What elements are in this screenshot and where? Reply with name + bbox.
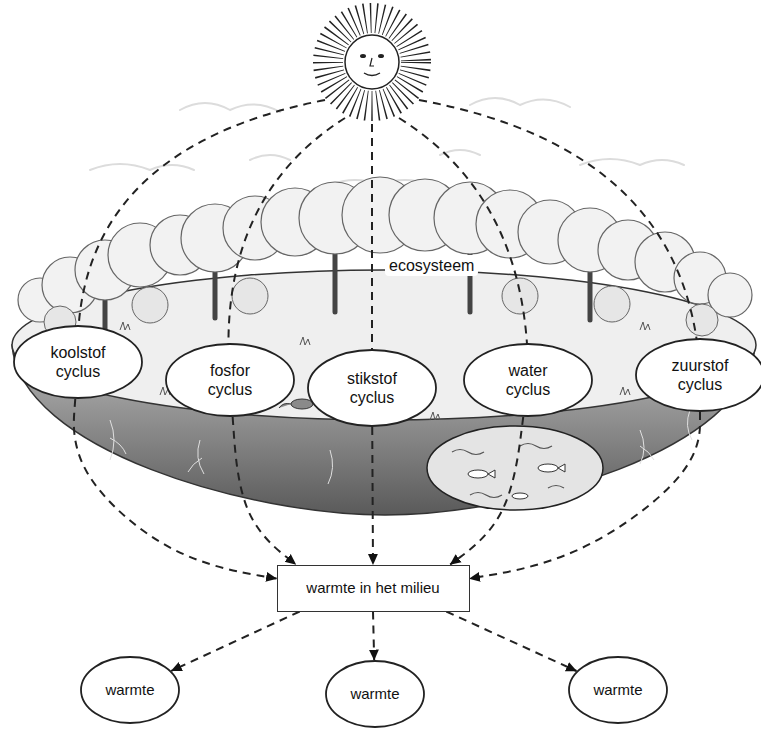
- cloud-wisps: [250, 155, 290, 160]
- cycle-ellipse: fosfor cyclus: [165, 343, 295, 417]
- text-holder: zuurstof cyclus: [660, 356, 740, 394]
- heat-flow-arrow: [446, 612, 576, 672]
- fox-figure: [279, 404, 291, 409]
- node-text: water cyclus: [488, 361, 568, 399]
- node-text: koolstof cyclus: [38, 343, 118, 381]
- sun-icon: [364, 73, 380, 76]
- grass-tufts: [300, 337, 310, 345]
- sun-icon: [328, 18, 416, 106]
- node-text: zuurstof cyclus: [660, 356, 740, 394]
- cloud-wisps: [90, 164, 194, 170]
- cloud-wisps: [180, 103, 280, 112]
- pond: [488, 470, 495, 478]
- grass-tufts: [120, 322, 130, 330]
- region-label: ecosysteem: [385, 255, 478, 276]
- ellipse-outline: [569, 657, 667, 723]
- pond: [452, 444, 564, 498]
- sun-ray-lines: [78, 100, 700, 388]
- pond: [512, 493, 528, 499]
- sun-icon: [360, 54, 366, 58]
- grass-tufts: [60, 322, 650, 420]
- bushes: [132, 287, 168, 323]
- heat-flow-arrow: [450, 417, 523, 565]
- ellipse-outline: [81, 657, 179, 723]
- cycle-ellipse: zuurstof cyclus: [635, 338, 761, 412]
- bushes: [502, 278, 538, 314]
- node-text: warmte: [105, 681, 154, 699]
- ellipse-outline: [165, 343, 295, 417]
- sun-ray-lines: [228, 118, 345, 380]
- ellipse-outline: [308, 350, 436, 426]
- ellipse-outline: [464, 344, 592, 416]
- cloud-wisps: [90, 98, 684, 185]
- fox-figure: [291, 399, 313, 409]
- cycle-ellipse: stikstof cyclus: [307, 349, 437, 427]
- heat-flow-arrow: [171, 612, 299, 671]
- heat-box: warmte in het milieu: [277, 565, 470, 612]
- cycle-ellipse: water cyclus: [463, 343, 593, 417]
- ellipse-outline: [326, 661, 424, 727]
- root-lines: [110, 420, 126, 460]
- heat-circle: warmte: [80, 656, 180, 724]
- text-holder: warmte: [593, 681, 642, 699]
- pond: [558, 464, 565, 472]
- cloud-wisps: [580, 159, 684, 165]
- text-holder: warmte in het milieu: [306, 579, 439, 597]
- ellipse-outline: [635, 338, 761, 412]
- grass-tufts: [430, 412, 440, 420]
- grass-tufts: [620, 387, 630, 395]
- heat-circle: warmte: [568, 656, 668, 724]
- bushes: [232, 278, 268, 314]
- root-lines: [687, 410, 692, 440]
- sun-ray-lines: [78, 100, 325, 362]
- pond: [427, 426, 603, 510]
- ellipse-outline: [13, 325, 143, 399]
- grass-tufts: [640, 322, 650, 330]
- sun-ray-lines: [419, 100, 700, 375]
- ellipse-outline: [636, 339, 761, 411]
- root-lines: [188, 440, 204, 474]
- root-lines: [328, 450, 333, 484]
- node-text: warmte: [593, 681, 642, 699]
- text-holder: water cyclus: [488, 361, 568, 399]
- sun-icon: [370, 58, 374, 66]
- bushes: [686, 304, 718, 336]
- pond: [427, 426, 603, 510]
- ellipse-outline: [463, 343, 593, 417]
- text-holder: warmte: [105, 681, 154, 699]
- heat-circle: warmte: [325, 660, 425, 728]
- sun-icon: [328, 18, 416, 106]
- heat-flow-arrow: [371, 427, 374, 565]
- text-holder: fosfor cyclus: [190, 361, 270, 399]
- text-holder: koolstof cyclus: [38, 343, 118, 381]
- text-holder: stikstof cyclus: [332, 369, 412, 407]
- connector-group: [74, 399, 700, 671]
- cycle-ellipse: koolstof cyclus: [13, 325, 143, 399]
- text-holder: warmte: [350, 685, 399, 703]
- bushes: [44, 278, 718, 338]
- node-text: warmte in het milieu: [306, 579, 439, 597]
- root-lines: [640, 430, 654, 464]
- ellipse-outline: [166, 344, 294, 416]
- node-text: stikstof cyclus: [332, 369, 412, 407]
- heat-flow-arrow: [74, 399, 277, 579]
- heat-flow-arrow: [233, 417, 296, 565]
- ellipse-outline: [14, 326, 142, 398]
- bushes: [594, 286, 630, 322]
- heat-flow-arrow: [470, 412, 701, 579]
- label-holder: ecosysteem: [385, 255, 478, 276]
- sun-icon: [345, 35, 399, 89]
- heat-flow-arrow: [373, 612, 374, 661]
- cloud-wisps: [470, 98, 570, 107]
- pond: [538, 464, 558, 472]
- ellipse-outline: [307, 349, 437, 427]
- node-text: warmte: [350, 685, 399, 703]
- pond: [468, 470, 488, 478]
- sun-icon: [378, 54, 384, 58]
- sun-ray-lines: [399, 118, 528, 380]
- node-text: fosfor cyclus: [190, 361, 270, 399]
- sun-ray-lines: [371, 124, 373, 388]
